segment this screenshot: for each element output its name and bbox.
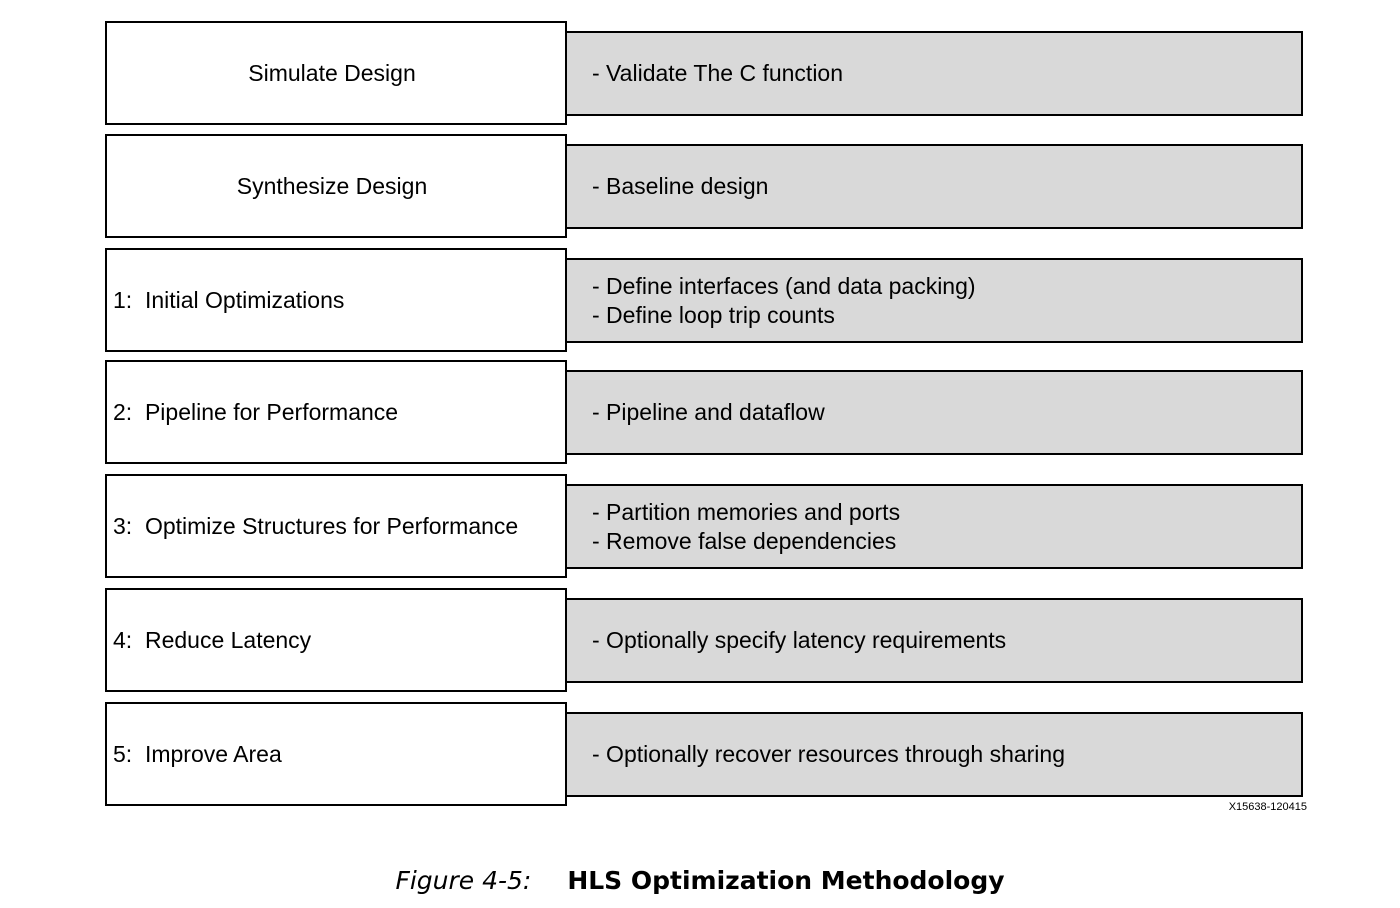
step-box-initial-optimizations: 1: Initial Optimizations xyxy=(105,248,567,352)
step-row-optimize-structures: 3: Optimize Structures for Performance -… xyxy=(105,474,1305,578)
step-box-optimize-structures: 3: Optimize Structures for Performance xyxy=(105,474,567,578)
detail-box-pipeline: - Pipeline and dataflow xyxy=(565,370,1303,455)
step-row-simulate: Simulate Design - Validate The C functio… xyxy=(105,21,1305,125)
detail-box-synthesize: - Baseline design xyxy=(565,144,1303,229)
step-box-simulate: Simulate Design xyxy=(105,21,567,125)
step-label: Synthesize Design xyxy=(236,172,428,199)
detail-box-optimize-structures: - Partition memories and ports - Remove … xyxy=(565,484,1303,569)
step-row-synthesize: Synthesize Design - Baseline design xyxy=(105,134,1305,238)
step-label: 3: Optimize Structures for Performance xyxy=(113,512,519,539)
step-box-synthesize: Synthesize Design xyxy=(105,134,567,238)
detail-line: - Remove false dependencies xyxy=(592,527,897,554)
detail-line: - Partition memories and ports xyxy=(592,498,901,525)
detail-box-simulate: - Validate The C function xyxy=(565,31,1303,116)
step-box-improve-area: 5: Improve Area xyxy=(105,702,567,806)
step-box-pipeline: 2: Pipeline for Performance xyxy=(105,360,567,464)
detail-box-improve-area: - Optionally recover resources through s… xyxy=(565,712,1303,797)
caption-label: Figure 4-5: xyxy=(395,866,532,895)
detail-line: - Validate The C function xyxy=(592,60,844,86)
step-row-initial-optimizations: 1: Initial Optimizations - Define interf… xyxy=(105,248,1305,352)
detail-line: - Pipeline and dataflow xyxy=(592,399,825,425)
detail-line: - Define interfaces (and data packing) xyxy=(592,272,976,299)
detail-box-reduce-latency: - Optionally specify latency requirement… xyxy=(565,598,1303,683)
figure-id: X15638-120415 xyxy=(1228,801,1307,813)
step-label: 5: Improve Area xyxy=(113,740,282,767)
caption-title: HLS Optimization Methodology xyxy=(567,866,1005,895)
detail-box-initial-optimizations: - Define interfaces (and data packing) -… xyxy=(565,258,1303,343)
step-label: 1: Initial Optimizations xyxy=(113,286,345,313)
step-label: 2: Pipeline for Performance xyxy=(113,398,399,425)
detail-line: - Optionally specify latency requirement… xyxy=(592,627,1007,653)
step-box-reduce-latency: 4: Reduce Latency xyxy=(105,588,567,692)
detail-line: - Baseline design xyxy=(592,173,769,199)
step-row-pipeline: 2: Pipeline for Performance - Pipeline a… xyxy=(105,360,1305,464)
step-label: 4: Reduce Latency xyxy=(113,626,312,653)
step-row-reduce-latency: 4: Reduce Latency - Optionally specify l… xyxy=(105,588,1305,692)
figure-caption: Figure 4-5: HLS Optimization Methodology xyxy=(0,866,1400,895)
detail-line: - Define loop trip counts xyxy=(592,301,835,328)
detail-line: - Optionally recover resources through s… xyxy=(592,741,1066,767)
step-label: Simulate Design xyxy=(248,59,416,86)
step-row-improve-area: 5: Improve Area - Optionally recover res… xyxy=(105,702,1305,806)
